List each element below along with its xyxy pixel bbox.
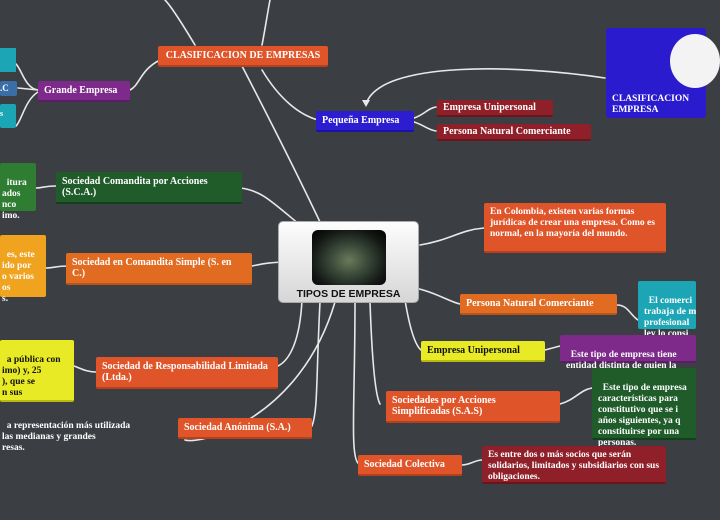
sas-node[interactable]: Sociedades por Acciones Simplificadas (S… [386,391,560,423]
grande-child-3[interactable]: s [0,104,16,128]
ltda-note-text: a pública con imo) y, 25 ), que se n sus [2,355,61,398]
eu-note-text: Este tipo de empresa tiene entidad disti… [566,350,677,371]
pnc-note-text: El comerci trabaja de m profesional ley … [644,296,697,339]
sa-note[interactable]: a representación más utilizada las media… [0,408,176,456]
pnc-note[interactable]: El comerci trabaja de m profesional ley … [638,281,696,339]
sca-note-text: itura ados nco imo. [2,178,27,221]
pequena-sub-pnc-label: Persona Natural Comerciante [443,126,571,137]
empresa-unipersonal-label: Empresa Unipersonal [427,345,520,356]
sa-note-text: a representación más utilizada las media… [2,421,131,453]
ltda-note[interactable]: a pública con imo) y, 25 ), que se n sus [0,340,74,402]
sca-label: Sociedad Comandita por Acciones (S.C.A.) [62,176,208,198]
colombia-note[interactable]: En Colombia, existen varias formas juríd… [484,203,666,253]
pequena-empresa-node[interactable]: Pequeña Empresa [316,111,414,132]
pequena-sub-unipersonal[interactable]: Empresa Unipersonal [437,100,553,117]
pnc-node[interactable]: Persona Natural Comerciante [460,294,617,315]
cave-image [312,230,386,285]
sca-node[interactable]: Sociedad Comandita por Acciones (S.C.A.) [56,172,242,204]
grande-child-2[interactable]: .C [0,81,17,96]
ltda-label: Sociedad de Responsabilidad Limitada (Lt… [102,361,268,383]
central-topic[interactable]: TIPOS DE EMPRESA [278,221,419,303]
colectiva-note[interactable]: Es entre dos o más socios que serán soli… [482,446,666,484]
clasificacion-card[interactable]: CLASIFICACION EMPRESA [606,28,720,118]
sa-node[interactable]: Sociedad Anónima (S.A.) [178,418,312,439]
clasificacion-card-label: CLASIFICACION EMPRESA [612,94,690,115]
pnc-label: Persona Natural Comerciante [466,298,594,309]
empresa-unipersonal-node[interactable]: Empresa Unipersonal [421,341,545,362]
pequena-sub-unipersonal-label: Empresa Unipersonal [443,102,536,113]
pequena-sub-pnc[interactable]: Persona Natural Comerciante [437,124,591,141]
grande-child-3-label: s [0,109,4,118]
grande-empresa-label: Grande Empresa [44,85,118,96]
colectiva-node[interactable]: Sociedad Colectiva [358,455,462,476]
sas-note[interactable]: Este tipo de empresa características par… [592,368,696,448]
scs-node[interactable]: Sociedad en Comandita Simple (S. en C.) [66,253,252,285]
grande-child-1[interactable] [0,48,16,72]
grande-empresa-node[interactable]: Grande Empresa [38,81,130,102]
sca-note[interactable]: itura ados nco imo. [0,163,36,221]
scs-note[interactable]: es, este ido por o varios os s. [0,235,46,304]
sas-note-text: Este tipo de empresa características par… [598,383,687,448]
scs-note-text: es, este ido por o varios os s. [2,250,35,304]
connector-lines [15,0,639,466]
ltda-node[interactable]: Sociedad de Responsabilidad Limitada (Lt… [96,357,278,389]
clasificacion-node[interactable]: CLASIFICACION DE EMPRESAS [158,46,328,67]
colombia-text: En Colombia, existen varias formas juríd… [490,207,655,239]
colectiva-label: Sociedad Colectiva [364,459,445,470]
grande-child-2-label: .C [0,83,9,93]
person-icon [670,34,720,88]
scs-label: Sociedad en Comandita Simple (S. en C.) [72,257,232,279]
central-title: TIPOS DE EMPRESA [296,288,401,300]
colectiva-note-text: Es entre dos o más socios que serán soli… [488,450,660,482]
sas-label: Sociedades por Acciones Simplificadas (S… [392,395,496,417]
pequena-empresa-label: Pequeña Empresa [322,115,400,126]
clasificacion-label: CLASIFICACION DE EMPRESAS [165,50,321,61]
eu-note[interactable]: Este tipo de empresa tiene entidad disti… [560,335,696,371]
sa-label: Sociedad Anónima (S.A.) [184,422,291,433]
